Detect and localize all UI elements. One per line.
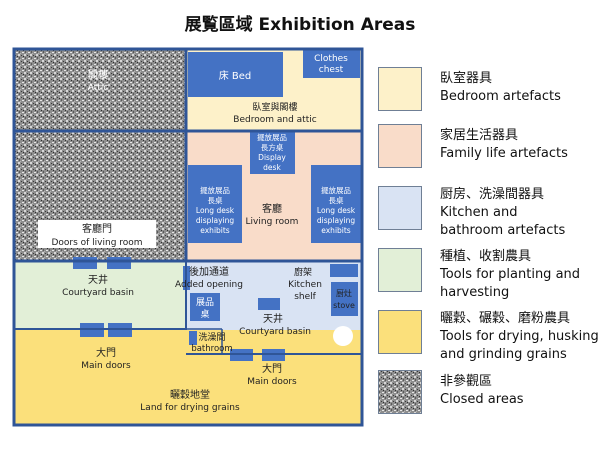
legend-closed-en: Closed areas — [440, 392, 524, 407]
courtyard-left-label-en: Courtyard basin — [62, 288, 134, 298]
legend-drying-en1: Tools for drying, husking — [440, 329, 599, 344]
stove-furniture — [331, 282, 358, 316]
bathroom-door — [189, 331, 197, 345]
long-desk-left-label-2: 長桌 — [208, 195, 223, 205]
kitchen-shelf-label-3: shelf — [294, 292, 316, 302]
attic-closed-area — [14, 50, 186, 130]
bed-label: 床 Bed — [219, 69, 252, 82]
main-doors-center-label-en: Main doors — [247, 377, 297, 387]
page-title: 展覧區域 Exhibition Areas — [184, 15, 416, 35]
exhibit-table-label-1: 展品 — [196, 297, 214, 308]
legend-family-en: Family life artefacts — [440, 146, 568, 161]
living-room-label-en: Living room — [246, 217, 299, 227]
courtyard-center-label-zh: 天井 — [263, 312, 283, 325]
exhibit-table-label-2: 桌 — [200, 308, 209, 320]
added-opening-label-en: Added opening — [175, 280, 243, 290]
legend-item-kitchen: 厨房、洗澡間器具 Kitchen and bathroom artefacts — [440, 186, 600, 240]
kitchen-shelf-label-1: 廚架 — [294, 266, 312, 278]
legend-planting-zh: 種植、收割農具 — [440, 249, 532, 264]
legend-closed-zh: 非參觀區 — [440, 374, 493, 389]
long-desk-left-label-4: displaying — [196, 216, 234, 225]
legend-item-drying: 曬穀、碾穀、磨粉農具 Tools for drying, husking and… — [440, 310, 600, 364]
living-room-label-zh: 客廳 — [262, 202, 282, 215]
legend-item-closed: 非參觀區 Closed areas — [440, 373, 600, 409]
bed-furniture — [188, 52, 283, 97]
stove-basin — [333, 326, 353, 346]
long-desk-left-furniture — [188, 165, 242, 243]
legend-bedroom-zh: 臥室器具 — [440, 71, 493, 86]
legend-swatch-kitchen — [378, 186, 422, 230]
legend-planting-en2: harvesting — [440, 285, 510, 300]
drying-area — [14, 330, 362, 425]
clothes-chest-label-1: Clothes — [314, 54, 348, 64]
legend-item-family: 家居生活器具 Family life artefacts — [440, 127, 600, 163]
display-desk-label-4: desk — [263, 163, 281, 172]
legend-drying-en2: and grinding grains — [440, 347, 567, 362]
bathroom-label-zh: 洗澡間 — [198, 331, 225, 343]
long-desk-left-label-1: 擺放展品 — [200, 185, 230, 195]
kitchen-shelf-label-2: Kitchen — [288, 280, 322, 290]
long-desk-right-label-1: 擺放展品 — [321, 185, 351, 195]
living-door-left — [73, 257, 97, 269]
display-desk-label-1: 擺放展品 — [257, 132, 287, 142]
main-doors-left-label-zh: 大門 — [96, 346, 116, 359]
clothes-chest-label-2: chest — [319, 65, 344, 75]
bathroom-label-en: bathroom — [191, 344, 232, 354]
drying-ground-label-zh: 曬穀地堂 — [170, 388, 210, 401]
bedroom-label-zh: 臥室與閣樓 — [252, 101, 297, 113]
drying-ground-label-en: Land for drying grains — [140, 403, 240, 413]
long-desk-right-label-5: exhibits — [321, 226, 351, 235]
long-desk-right-label-4: displaying — [317, 216, 355, 225]
outer-wall — [12, 47, 364, 427]
courtyard-left-label-zh: 天井 — [88, 273, 108, 286]
legend-kitchen-en1: Kitchen and — [440, 205, 518, 220]
stove-label-en: stove — [333, 301, 355, 310]
courtyard-center-label-en: Courtyard basin — [239, 327, 311, 337]
display-desk-furniture — [250, 130, 295, 174]
legend-item-planting: 種植、收割農具 Tools for planting and harvestin… — [440, 248, 600, 302]
main-doors-left-label-en: Main doors — [81, 361, 131, 371]
long-desk-left-label-3: Long desk — [196, 206, 235, 215]
legend-bedroom-en: Bedroom artefacts — [440, 89, 561, 104]
kitchen-shelf-furniture — [330, 264, 358, 277]
living-doors-label-en: Doors of living room — [51, 238, 142, 248]
display-desk-label-2: 長方桌 — [261, 142, 284, 152]
legend-kitchen-en2: bathroom artefacts — [440, 223, 566, 238]
planting-area — [14, 262, 186, 328]
legend-swatch-closed — [378, 370, 422, 414]
clothes-chest-furniture — [303, 50, 360, 78]
legend-kitchen-zh: 厨房、洗澡間器具 — [440, 187, 545, 202]
attic-label-en: Attic — [88, 83, 109, 93]
long-desk-right-label-3: Long desk — [317, 206, 356, 215]
courtyard-center-door — [258, 298, 280, 310]
legend-swatch-drying — [378, 310, 422, 354]
living-door-right — [107, 257, 131, 269]
long-desk-right-label-2: 長桌 — [329, 195, 344, 205]
legend-planting-en1: Tools for planting and — [440, 267, 581, 282]
added-opening-label-zh: 後加通道 — [189, 265, 229, 278]
legend-swatch-bedroom — [378, 67, 422, 111]
long-desk-left-label-5: exhibits — [200, 226, 230, 235]
legend-swatch-family — [378, 124, 422, 168]
main-doors-center-label-zh: 大門 — [262, 362, 282, 375]
living-doors-label-bg — [38, 220, 156, 248]
long-desk-right-furniture — [311, 165, 361, 243]
legend-family-zh: 家居生活器具 — [440, 128, 519, 143]
legend-item-bedroom: 臥室器具 Bedroom artefacts — [440, 70, 600, 106]
legend-swatch-planting — [378, 248, 422, 292]
living-doors-label-zh: 客廳門 — [82, 222, 112, 235]
stove-label-zh: 厨灶 — [336, 288, 352, 298]
bedroom-label-en: Bedroom and attic — [233, 115, 316, 125]
attic-label-zh: 閣樓 — [88, 68, 108, 81]
legend-drying-zh: 曬穀、碾穀、磨粉農具 — [440, 311, 571, 326]
display-desk-label-3: Display — [258, 153, 286, 162]
exhibit-table-furniture — [190, 293, 220, 321]
